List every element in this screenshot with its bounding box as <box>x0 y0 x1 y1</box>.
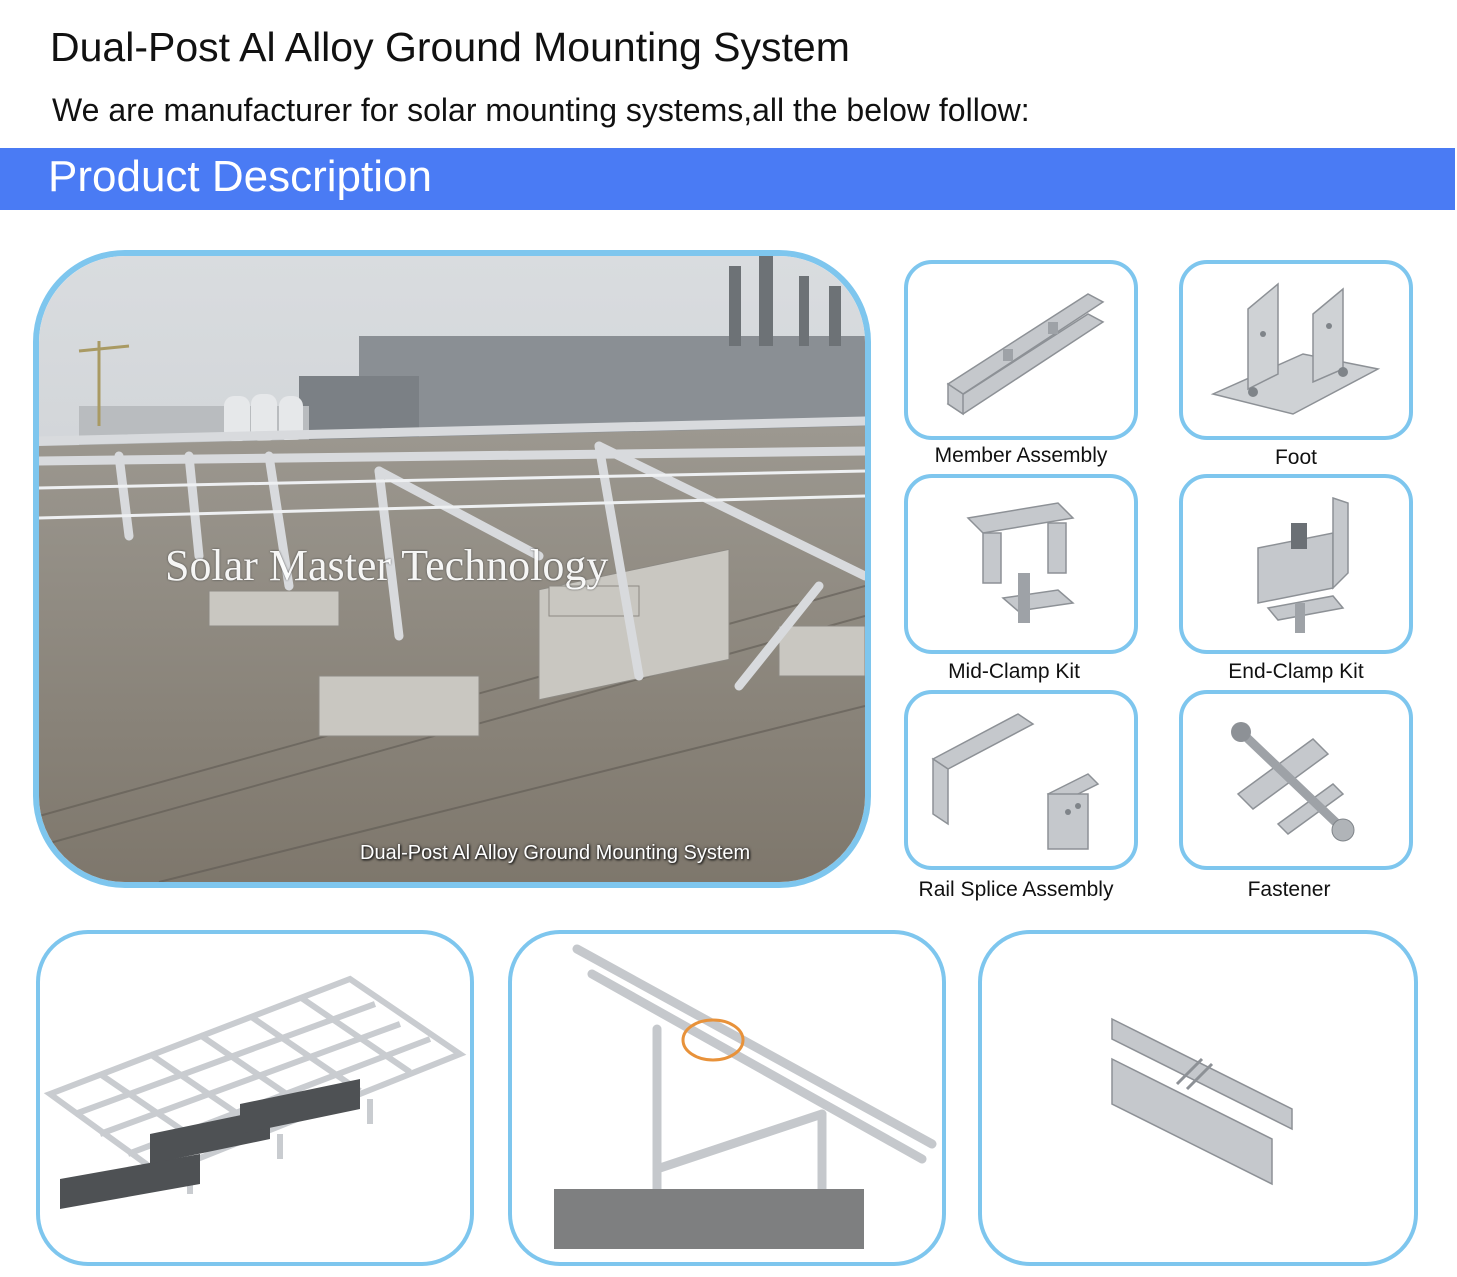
mid-clamp-kit-icon <box>966 502 1075 623</box>
section-banner-title: Product Description <box>48 152 432 201</box>
installation-photo-illustration <box>39 256 865 882</box>
installation-photo <box>33 250 871 888</box>
part-label-rail-splice-assembly: Rail Splice Assembly <box>918 878 1114 901</box>
section-banner <box>0 148 1455 210</box>
splice-detail-diagram <box>978 930 1418 1266</box>
page-title: Dual-Post Al Alloy Ground Mounting Syste… <box>50 24 850 70</box>
foot-icon <box>1210 282 1381 415</box>
rail-splice-assembly-card <box>904 690 1138 870</box>
foot-card <box>1179 260 1413 440</box>
fastener-card <box>1179 690 1413 870</box>
part-label-foot: Foot <box>1274 446 1318 469</box>
part-label-member-assembly: Member Assembly <box>934 444 1108 467</box>
photo-watermark: Solar Master Technology <box>165 541 609 590</box>
end-clamp-kit-icon <box>1257 496 1349 633</box>
system-3d-diagram <box>36 930 474 1266</box>
member-assembly-icon <box>946 293 1105 416</box>
fastener-icon <box>1231 722 1355 842</box>
mid-clamp-kit-card <box>904 474 1138 654</box>
part-label-fastener: Fastener <box>1247 878 1331 901</box>
member-assembly-card <box>904 260 1138 440</box>
photo-caption: Dual-Post Al Alloy Ground Mounting Syste… <box>360 842 751 864</box>
page-subtitle: We are manufacturer for solar mounting s… <box>52 92 1030 128</box>
side-view-diagram <box>508 930 946 1266</box>
side-view-illustration <box>554 944 937 1249</box>
part-label-mid-clamp-kit: Mid-Clamp Kit <box>948 660 1080 683</box>
end-clamp-kit-card <box>1179 474 1413 654</box>
rail-splice-assembly-icon <box>931 713 1100 850</box>
splice-detail-illustration <box>1111 1017 1293 1186</box>
system-3d-illustration <box>43 975 467 1209</box>
part-label-end-clamp-kit: End-Clamp Kit <box>1228 660 1364 683</box>
